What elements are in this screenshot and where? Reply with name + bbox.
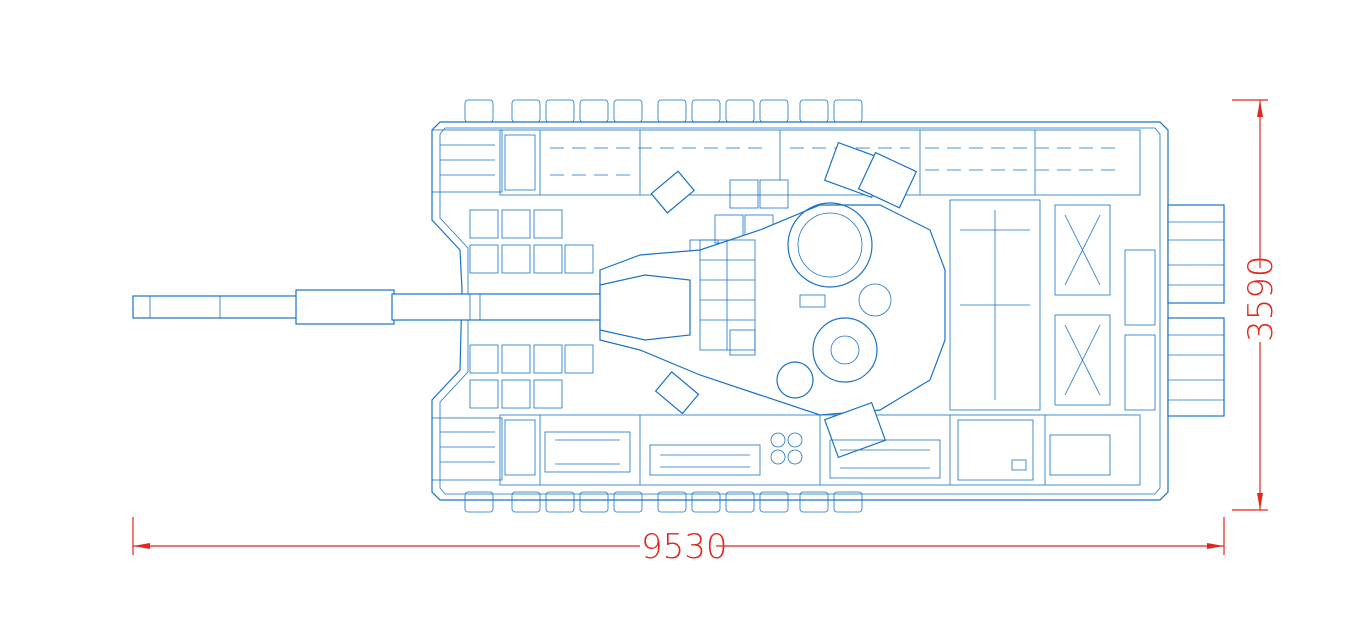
track-link: [691, 491, 721, 513]
rear-fuel-drums: [1167, 204, 1225, 417]
track-link: [833, 491, 863, 513]
track-link: [759, 491, 789, 513]
stowage-block: [501, 209, 531, 239]
tank-drawing: [132, 99, 1225, 513]
stowage-block: [533, 344, 563, 374]
track-link: [545, 491, 575, 513]
track-link: [833, 99, 863, 123]
tool-racks: [544, 431, 941, 479]
track-link: [725, 99, 755, 123]
stowage-block: [501, 244, 531, 274]
width-label: 3590: [1241, 255, 1281, 342]
fender-top: [499, 129, 1141, 196]
track-link: [613, 99, 643, 123]
front-stowage: [431, 129, 536, 481]
stowage-block: [469, 379, 499, 409]
length-label: 9530: [641, 527, 728, 567]
stowage-block: [501, 344, 531, 374]
track-link: [657, 99, 687, 123]
track-bottom: [464, 491, 863, 513]
stowage-block: [469, 209, 499, 239]
stowage-block: [564, 344, 594, 374]
track-link: [545, 99, 575, 123]
track-link: [691, 99, 721, 123]
stowage-block: [469, 344, 499, 374]
track-link: [613, 491, 643, 513]
track-link: [725, 491, 755, 513]
stowage-block: [501, 379, 531, 409]
dimension-width: 3590: [1232, 99, 1281, 511]
stowage-block: [533, 244, 563, 274]
track-link: [657, 491, 687, 513]
stowage-block: [729, 179, 759, 209]
track-link: [579, 99, 609, 123]
track-link: [464, 491, 494, 513]
track-link: [511, 491, 541, 513]
stowage-block: [533, 209, 563, 239]
engine-deck: [949, 199, 1156, 481]
stowage-block: [564, 244, 594, 274]
track-top: [464, 99, 863, 123]
stowage-block: [533, 379, 563, 409]
track-link: [511, 99, 541, 123]
main-gun: [132, 274, 691, 341]
turret: [599, 141, 946, 459]
stowage-block: [759, 179, 789, 209]
dimension-length: 9530: [132, 517, 1225, 567]
track-link: [759, 99, 789, 123]
track-link: [799, 99, 829, 123]
stowage-block: [469, 244, 499, 274]
track-link: [464, 99, 494, 123]
track-link: [579, 491, 609, 513]
track-link: [799, 491, 829, 513]
